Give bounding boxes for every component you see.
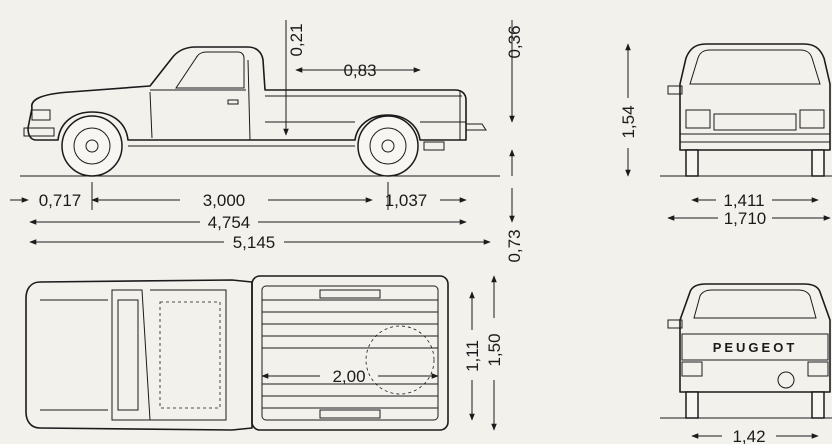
front-windscreen bbox=[689, 49, 821, 85]
rear-view bbox=[660, 283, 832, 439]
side-front-bumper bbox=[23, 127, 55, 137]
front-body-outline bbox=[679, 43, 831, 151]
front-headlamp-left bbox=[685, 109, 711, 129]
front-bumper bbox=[679, 133, 831, 143]
rear-tailgate bbox=[681, 333, 829, 361]
dim-rear-overhang: 1,037 bbox=[385, 191, 428, 210]
side-headlamp bbox=[31, 109, 51, 121]
front-view bbox=[625, 43, 832, 221]
side-rear-hitch bbox=[466, 123, 487, 131]
top-cab-outline bbox=[25, 279, 253, 431]
dim-cab-length: 4,754 bbox=[208, 213, 251, 232]
side-door-handle bbox=[227, 99, 239, 105]
top-roof bbox=[150, 289, 227, 421]
top-cab-interior bbox=[159, 301, 221, 409]
side-rear-wheel bbox=[357, 115, 419, 177]
front-mirror-left bbox=[667, 85, 683, 95]
side-cab-window bbox=[175, 51, 245, 89]
top-view bbox=[25, 275, 497, 431]
front-grille bbox=[713, 113, 797, 131]
dim-front-overhang: 0,717 bbox=[39, 191, 82, 210]
front-tyre-right bbox=[811, 149, 825, 177]
rear-body-outline bbox=[679, 283, 831, 393]
side-exhaust bbox=[423, 141, 445, 151]
rear-tyre-right bbox=[811, 391, 825, 419]
top-dash bbox=[117, 299, 139, 411]
dim-front-track: 1,411 bbox=[723, 191, 764, 210]
dim-bed-outer-width: 1,50 bbox=[485, 333, 504, 366]
top-spare-wheel bbox=[365, 325, 435, 395]
side-front-wheel bbox=[61, 115, 123, 177]
top-bed-floor bbox=[261, 285, 439, 421]
dim-bed-offset: 0,83 bbox=[343, 61, 376, 80]
top-wheel-arch-right bbox=[319, 409, 381, 419]
rear-brand-lettering: PEUGEOT bbox=[713, 340, 798, 355]
rear-mirror bbox=[667, 319, 683, 329]
dim-ground-clearance: 0,73 bbox=[505, 229, 524, 262]
dim-wheelbase: 3,000 bbox=[203, 191, 246, 210]
side-dimension-lines bbox=[10, 20, 515, 245]
side-view bbox=[20, 46, 500, 177]
dim-overall-width: 1,710 bbox=[724, 209, 767, 228]
dim-overall-length: 5,145 bbox=[233, 233, 276, 252]
rear-lamp-left bbox=[681, 361, 703, 377]
top-bed-outline bbox=[251, 275, 449, 431]
top-wheel-arch-left bbox=[319, 289, 381, 299]
side-body-outline bbox=[27, 46, 467, 141]
dim-rear-track: 1,42 bbox=[732, 427, 765, 444]
dim-roof-height-gap: 0,21 bbox=[287, 23, 306, 56]
side-door-front-edge bbox=[149, 91, 153, 139]
dim-bed-inner-width: 1,11 bbox=[463, 340, 482, 372]
rear-window bbox=[693, 289, 817, 319]
dim-bed-length: 2,00 bbox=[332, 367, 365, 386]
side-door-rear-edge bbox=[247, 59, 251, 141]
dim-bed-floor-height: 0,36 bbox=[505, 25, 524, 58]
top-bed-ribs bbox=[262, 299, 438, 409]
dim-overall-height: 1,54 bbox=[619, 105, 638, 138]
front-tyre-left bbox=[685, 149, 699, 177]
rear-lamp-right bbox=[807, 361, 829, 377]
front-headlamp-right bbox=[799, 109, 825, 129]
rear-tyre-left bbox=[685, 391, 699, 419]
rear-spare-wheel bbox=[777, 371, 795, 389]
